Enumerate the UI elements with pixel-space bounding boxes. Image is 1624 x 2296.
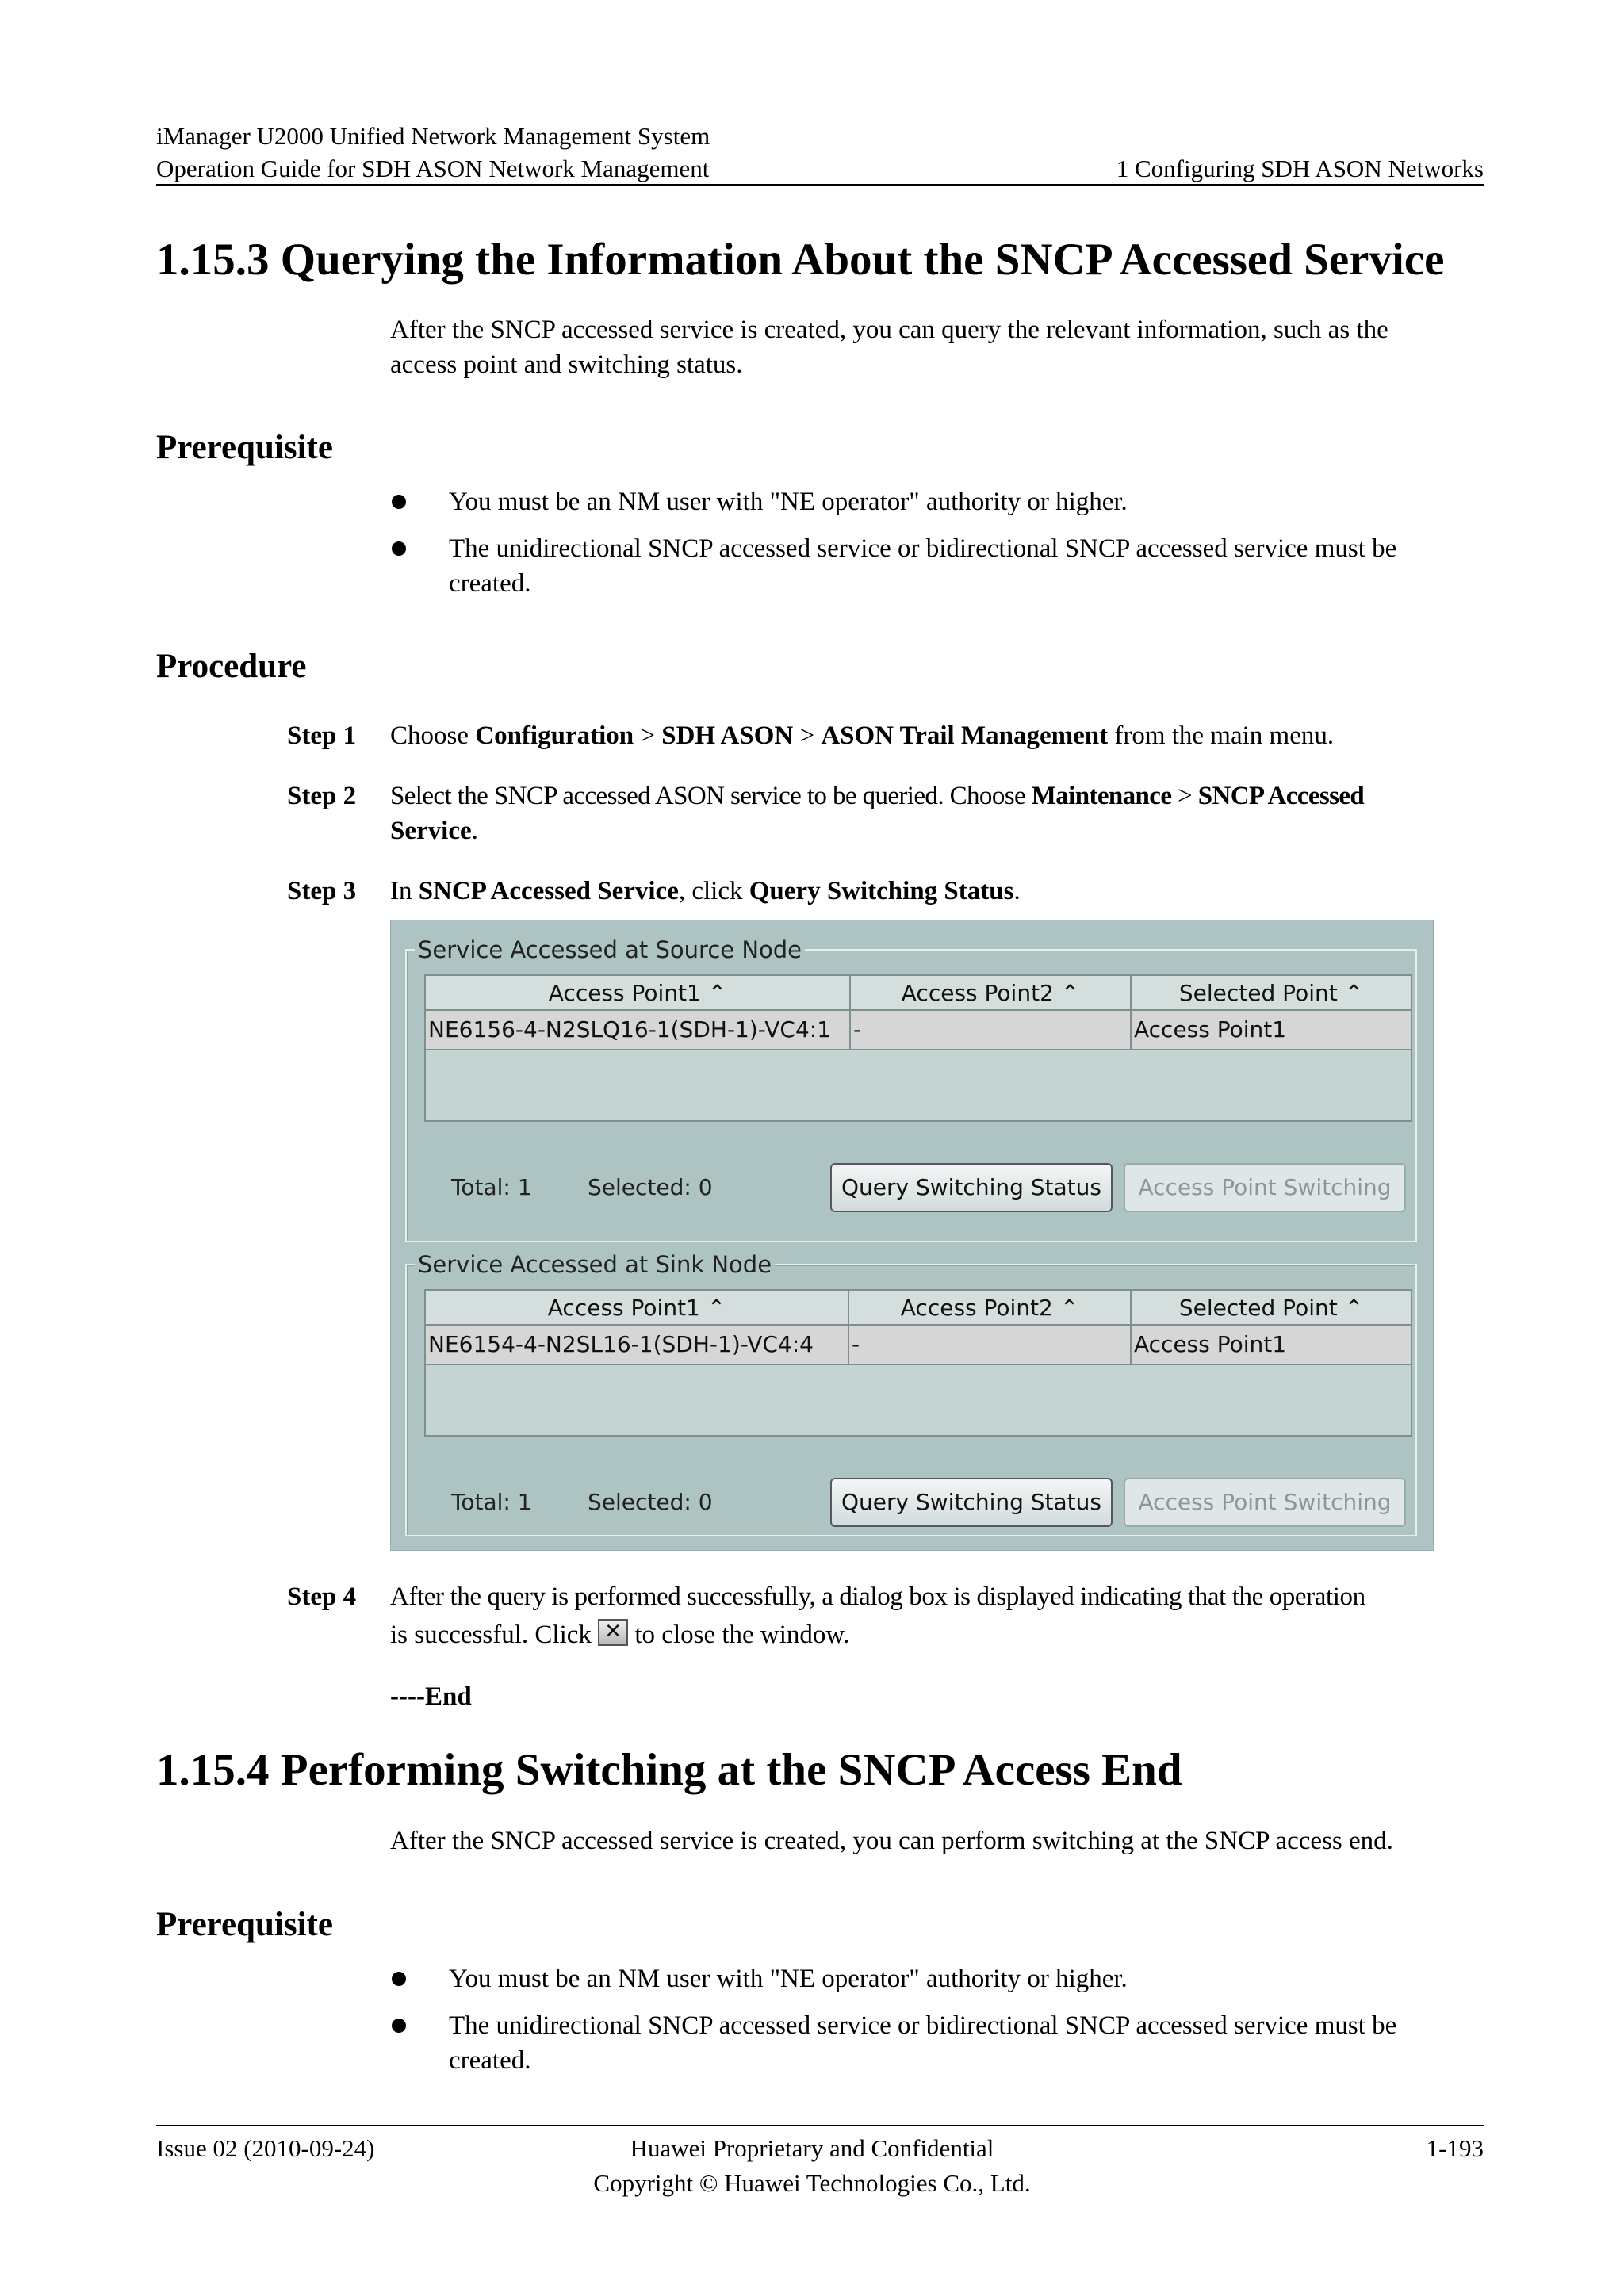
prerequisite-item-2-line1: The unidirectional SNCP accessed service… [449,534,1397,563]
column-header-selected-point[interactable]: Selected Point ⌃ [1132,1291,1411,1326]
source-node-group-title: Service Accessed at Source Node [415,936,806,963]
bullet-icon [392,541,406,556]
menu-ason-trail-management: ASON Trail Management [821,721,1109,750]
prerequisite-heading: Prerequisite [156,1906,333,1943]
prerequisite-item-1: You must be an NM user with "NE operator… [449,488,1128,516]
sink-node-group: Service Accessed at Sink Node Access Poi… [405,1251,1417,1536]
sink-query-switching-status-button[interactable]: Query Switching Status [830,1478,1113,1527]
sink-selected-count: Selected: 0 [588,1489,713,1515]
section-title-1-15-3: 1.15.3 Querying the Information About th… [156,235,1445,285]
table-cell-access-point1[interactable]: NE6154-4-N2SL16-1(SDH-1)-VC4:4 [426,1326,849,1365]
section-title-1-15-4: 1.15.4 Performing Switching at the SNCP … [156,1745,1182,1795]
section1-intro-line2: access point and switching status. [390,350,743,379]
menu-sdh-ason: SDH ASON [661,721,794,750]
sink-total-count: Total: 1 [451,1489,532,1515]
prerequisite-item-2-line2: created. [449,2046,531,2075]
header-product-line: iManager U2000 Unified Network Managemen… [156,122,710,150]
step-4-text-line2: is successful. Click ✕ to close the wind… [390,1619,850,1649]
table-cell-access-point2[interactable]: - [849,1326,1132,1365]
section2-intro: After the SNCP accessed service is creat… [390,1827,1393,1855]
table-cell-access-point2[interactable]: - [851,1011,1132,1050]
sink-access-point-switching-button[interactable]: Access Point Switching [1124,1478,1406,1527]
source-total-count: Total: 1 [451,1174,532,1200]
footer-issue: Issue 02 (2010-09-24) [156,2134,375,2162]
header-chapter: 1 Configuring SDH ASON Networks [1116,155,1484,182]
sncp-accessed-service-screenshot: Service Accessed at Source Node Access P… [390,920,1434,1551]
close-icon: ✕ [598,1619,629,1646]
end-marker: ----End [390,1682,472,1711]
step-3-text: In SNCP Accessed Service, click Query Sw… [390,877,1021,905]
prerequisite-heading: Prerequisite [156,429,333,466]
column-header-access-point2[interactable]: Access Point2 ⌃ [849,1291,1132,1326]
section1-intro-line1: After the SNCP accessed service is creat… [390,316,1388,344]
source-node-table[interactable]: Access Point1 ⌃ Access Point2 ⌃ Selected… [424,974,1412,1122]
menu-sncp-accessed: SNCP Accessed [1197,782,1365,810]
table-cell-selected-point[interactable]: Access Point1 [1132,1011,1411,1050]
step-4-text-line1: After the query is performed successfull… [390,1582,1365,1611]
step-4-label: Step 4 [287,1582,357,1611]
prerequisite-item-2-line1: The unidirectional SNCP accessed service… [449,2011,1397,2040]
prerequisite-item-2-line2: created. [449,569,531,598]
footer-confidential: Huawei Proprietary and Confidential [630,2134,994,2162]
sink-node-group-title: Service Accessed at Sink Node [415,1251,776,1278]
source-selected-count: Selected: 0 [588,1174,713,1200]
source-access-point-switching-button[interactable]: Access Point Switching [1124,1163,1406,1212]
bullet-icon [392,2019,406,2033]
table-cell-selected-point[interactable]: Access Point1 [1132,1326,1411,1365]
step-3-label: Step 3 [287,877,357,905]
column-header-access-point1[interactable]: Access Point1 ⌃ [426,1291,849,1326]
dialog-sncp-accessed-service: SNCP Accessed Service [418,877,679,905]
step-1-text: Choose Configuration > SDH ASON > ASON T… [390,721,1335,750]
source-node-group: Service Accessed at Source Node Access P… [405,936,1417,1242]
menu-configuration: Configuration [475,721,634,750]
footer-page-number: 1-193 [1426,2134,1484,2162]
step-1-label: Step 1 [287,721,357,750]
menu-maintenance: Maintenance [1031,782,1172,810]
procedure-heading: Procedure [156,648,307,685]
table-cell-access-point1[interactable]: NE6156-4-N2SLQ16-1(SDH-1)-VC4:1 [426,1011,851,1050]
step-2-text-line2: Service. [390,817,478,845]
prerequisite-item-1: You must be an NM user with "NE operator… [449,1965,1128,1993]
footer-rule [156,2125,1484,2126]
column-header-selected-point[interactable]: Selected Point ⌃ [1132,976,1411,1011]
column-header-access-point2[interactable]: Access Point2 ⌃ [851,976,1132,1011]
query-switching-status-ref: Query Switching Status [749,877,1014,905]
step-2-label: Step 2 [287,782,357,810]
sink-node-table[interactable]: Access Point1 ⌃ Access Point2 ⌃ Selected… [424,1289,1412,1437]
header-rule [156,184,1484,186]
bullet-icon [392,1972,406,1986]
bullet-icon [392,495,406,509]
step-2-text-line1: Select the SNCP accessed ASON service to… [390,782,1365,810]
source-query-switching-status-button[interactable]: Query Switching Status [830,1163,1113,1212]
footer-copyright: Copyright © Huawei Technologies Co., Ltd… [593,2169,1031,2197]
column-header-access-point1[interactable]: Access Point1 ⌃ [426,976,851,1011]
header-guide-title: Operation Guide for SDH ASON Network Man… [156,155,710,182]
